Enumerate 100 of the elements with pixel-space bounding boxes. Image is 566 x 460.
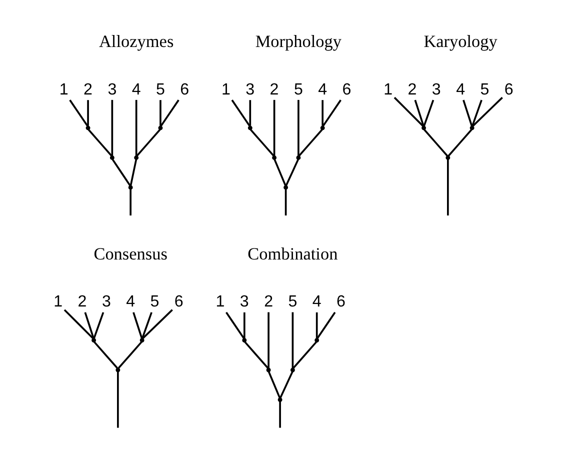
- connector: [86, 100, 88, 126]
- connector: [471, 99, 482, 126]
- connector: [315, 312, 318, 338]
- connector: [129, 158, 137, 186]
- node-point: [91, 338, 96, 342]
- connector: [272, 99, 275, 156]
- connector: [472, 96, 502, 126]
- node-text: 2: [269, 80, 278, 98]
- connector: [284, 158, 299, 186]
- connector: [141, 312, 152, 338]
- node-text: 1: [221, 80, 230, 98]
- node-text: 4: [131, 80, 140, 98]
- connector: [393, 96, 424, 126]
- node-text: 2: [77, 292, 86, 310]
- node-point: [283, 184, 288, 190]
- connector: [159, 100, 161, 126]
- connector: [279, 370, 293, 398]
- node-text: 3: [239, 292, 248, 310]
- node-text: 1: [383, 80, 392, 98]
- connector: [248, 100, 251, 126]
- connector: [160, 99, 179, 126]
- label: Morphology: [254, 31, 342, 50]
- connector: [142, 308, 172, 338]
- connector: [267, 312, 269, 368]
- connector: [423, 128, 448, 156]
- node-text: 4: [318, 80, 327, 98]
- node-point: [445, 154, 450, 160]
- node-text: 4: [456, 80, 465, 98]
- connector: [117, 340, 142, 368]
- label: Allozymes: [98, 31, 174, 50]
- label: Combination: [247, 244, 338, 263]
- connector: [284, 188, 286, 215]
- node-text: 3: [245, 80, 254, 98]
- connector: [63, 308, 94, 338]
- node-text: 3: [101, 292, 110, 310]
- connector: [414, 99, 424, 126]
- node-point: [109, 154, 114, 160]
- connector: [92, 312, 104, 338]
- node-point: [139, 338, 144, 342]
- connector: [242, 312, 245, 338]
- node-point: [85, 125, 90, 130]
- node-text: 6: [504, 80, 513, 98]
- connector: [316, 311, 336, 338]
- node-text: 6: [342, 80, 351, 98]
- node-text: 5: [150, 292, 159, 310]
- node-point: [272, 154, 276, 160]
- node-point: [314, 338, 319, 342]
- node-text: 2: [264, 292, 273, 310]
- node-text: 4: [126, 292, 135, 310]
- connector: [446, 158, 448, 215]
- node-point: [242, 338, 246, 342]
- connector: [273, 158, 286, 186]
- node-point: [115, 367, 120, 372]
- node-text: 3: [431, 80, 440, 98]
- connector: [129, 188, 131, 215]
- label: Consensus: [93, 244, 167, 263]
- node-point: [320, 125, 324, 130]
- connector: [322, 99, 341, 126]
- node-text: 1: [53, 292, 62, 310]
- connector: [462, 99, 472, 126]
- node-text: 2: [407, 80, 416, 98]
- node-text: 1: [215, 292, 224, 310]
- node-point: [128, 184, 132, 190]
- node-text: 1: [58, 80, 68, 98]
- node-point: [266, 367, 270, 372]
- node-text: 5: [155, 80, 164, 98]
- connector: [297, 99, 299, 156]
- node-text: 4: [312, 292, 321, 310]
- connector: [93, 340, 118, 368]
- connector: [116, 371, 118, 428]
- connector: [111, 158, 130, 186]
- node-text: 3: [107, 80, 116, 98]
- connector: [292, 340, 317, 368]
- connector: [132, 312, 142, 338]
- node-text: 6: [180, 80, 189, 98]
- node-text: 5: [293, 80, 302, 98]
- connector: [278, 401, 280, 428]
- connector: [230, 99, 250, 126]
- connector: [87, 128, 112, 156]
- node-point: [421, 125, 426, 130]
- connector: [225, 311, 244, 338]
- connector: [291, 312, 294, 368]
- node-text: 5: [480, 80, 489, 98]
- label: Karyology: [423, 31, 497, 50]
- connector: [136, 128, 160, 156]
- connector: [244, 340, 268, 368]
- node-point: [296, 154, 300, 160]
- connector: [447, 128, 472, 156]
- connector: [321, 100, 324, 126]
- node-point: [277, 397, 282, 402]
- node-point: [247, 125, 252, 130]
- connector: [134, 99, 137, 156]
- connector: [422, 99, 434, 126]
- node-point: [158, 125, 162, 130]
- connector: [84, 312, 94, 338]
- connector: [68, 99, 88, 126]
- node-text: 6: [336, 292, 345, 310]
- node-text: 6: [174, 292, 183, 310]
- connector: [249, 128, 274, 156]
- node-text: 2: [83, 80, 92, 98]
